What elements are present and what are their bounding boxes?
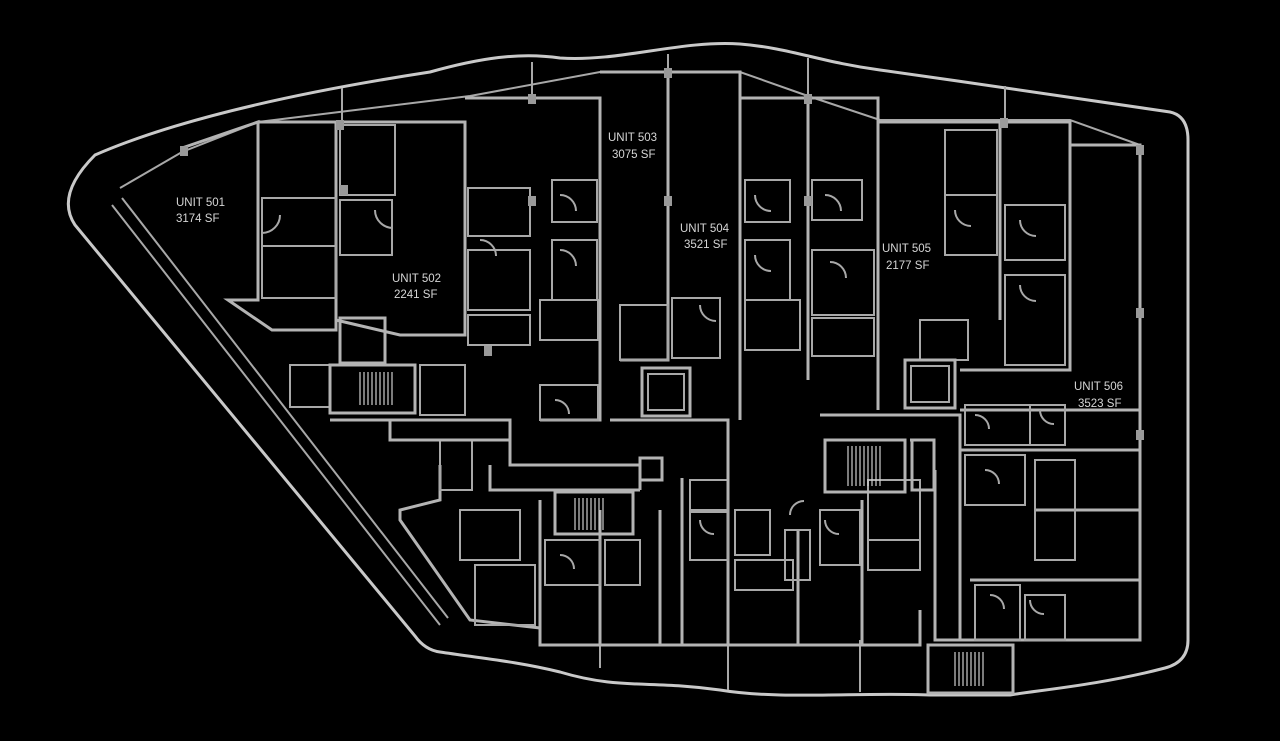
elevator-shafts	[338, 316, 957, 492]
stair-center-core	[553, 490, 635, 536]
building-outline	[66, 42, 1190, 697]
stair-treads	[359, 372, 393, 405]
unit-503-area: 3075 SF	[612, 149, 655, 161]
unit-506-name: UNIT 506	[1074, 381, 1123, 393]
unit-502-area: 2241 SF	[394, 289, 437, 301]
unit-505-area: 2177 SF	[886, 260, 929, 272]
stair-treads	[954, 652, 984, 686]
unit-labels: UNIT 501 3174 SF UNIT 502 2241 SF UNIT 5…	[176, 132, 1123, 410]
interior-partitions	[261, 124, 1076, 641]
unit-505-name: UNIT 505	[882, 243, 931, 255]
stair-treads	[574, 498, 604, 530]
stair-right-core	[823, 438, 907, 494]
unit-504-area: 3521 SF	[684, 239, 727, 251]
unit-506-area: 3523 SF	[1078, 398, 1121, 410]
unit-501-area: 3174 SF	[176, 213, 219, 225]
unit-503-name: UNIT 503	[608, 132, 657, 144]
unit-501-name: UNIT 501	[176, 197, 225, 209]
stair-treads	[847, 446, 881, 486]
balcony-dividers	[341, 54, 1006, 692]
stair-bottom-core	[926, 643, 1015, 695]
door-swings	[261, 194, 1055, 615]
stair-left-core	[328, 363, 417, 415]
unit-502-name: UNIT 502	[392, 273, 441, 285]
structural-columns	[180, 68, 1144, 440]
unit-504-name: UNIT 504	[680, 223, 730, 235]
